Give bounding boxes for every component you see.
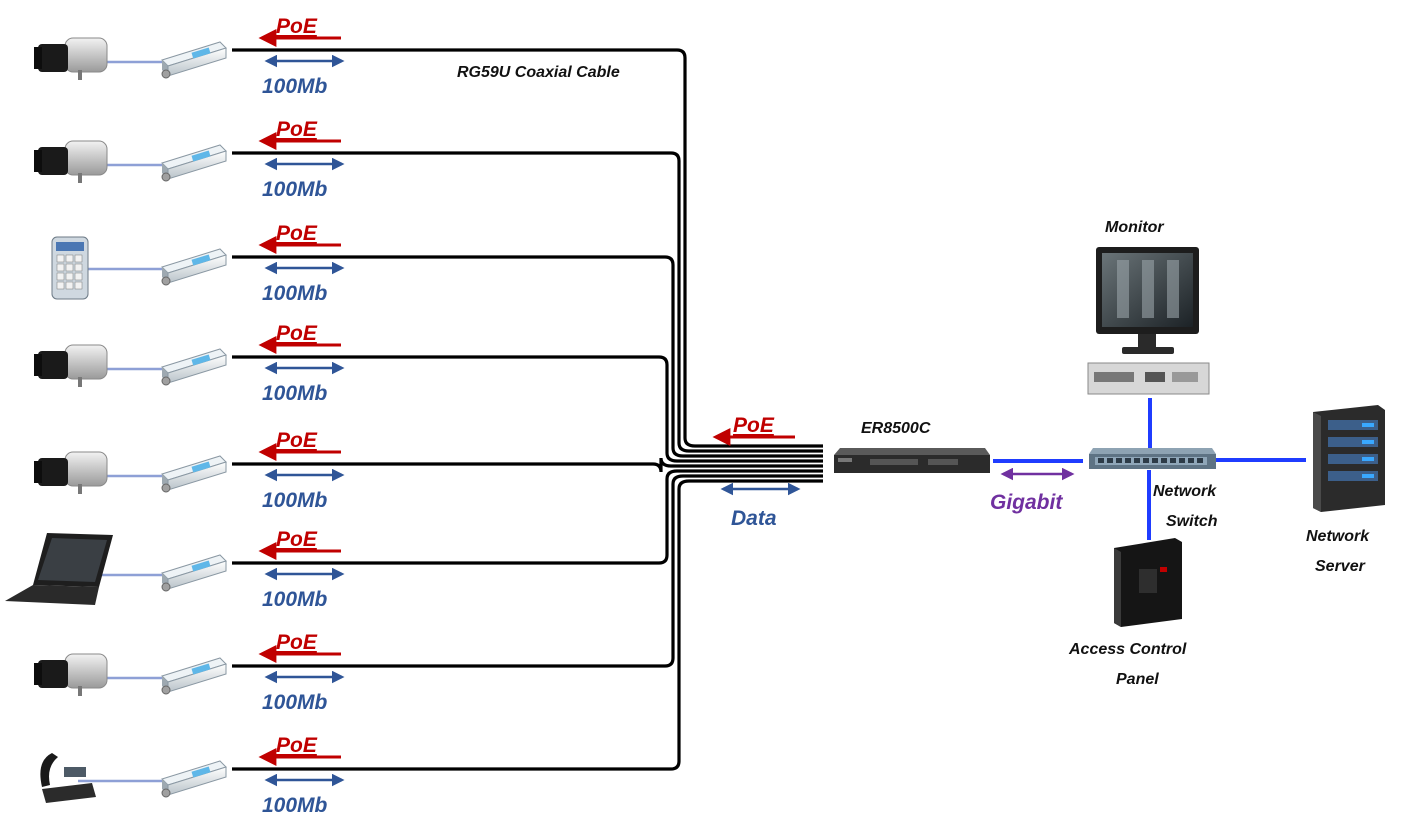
coax-cable xyxy=(232,457,823,473)
endpoint-row: PoE 100Mb xyxy=(5,528,345,611)
network-server-icon xyxy=(1313,405,1385,512)
switch-label-line2: Switch xyxy=(1166,513,1218,530)
poe-label: PoE xyxy=(276,118,318,141)
poe-label: PoE xyxy=(276,222,318,245)
endpoint-row: PoE 100Mb xyxy=(34,118,345,201)
network-switch-icon xyxy=(1089,448,1216,469)
coax-cable xyxy=(232,479,823,771)
endpoint-row: PoE 100Mb xyxy=(34,15,345,98)
speed-label: 100Mb xyxy=(262,794,328,815)
endpoint-row: PoE 100Mb xyxy=(34,631,345,714)
monitor-icon xyxy=(1087,247,1210,395)
poe-label: PoE xyxy=(276,322,318,345)
poe-extender-icon xyxy=(161,760,227,798)
keypad-icon xyxy=(51,236,89,300)
speed-label: 100Mb xyxy=(262,691,328,714)
laptop-icon xyxy=(5,533,113,605)
speed-label: 100Mb xyxy=(262,382,328,405)
speed-label: 100Mb xyxy=(262,282,328,305)
poe-label: PoE xyxy=(276,528,318,551)
device-label: ER8500C xyxy=(861,420,931,437)
poe-extender-icon xyxy=(161,657,227,695)
server-label-line2: Server xyxy=(1315,558,1366,575)
access-control-panel-icon xyxy=(1114,538,1182,627)
poe-extender-icon xyxy=(161,554,227,592)
poe-extender-icon xyxy=(161,248,227,286)
coax-cable xyxy=(232,48,823,448)
gigabit-label: Gigabit xyxy=(990,491,1063,514)
speed-label: 100Mb xyxy=(262,75,328,98)
coaxial-cable-bundle xyxy=(232,48,823,771)
speed-label: 100Mb xyxy=(262,489,328,512)
poe-label: PoE xyxy=(276,429,318,452)
camera-icon xyxy=(34,37,108,80)
poe-extender-icon xyxy=(161,41,227,79)
coax-cable xyxy=(232,151,823,453)
access-panel-label-line1: Access Control xyxy=(1068,641,1187,658)
speed-label: 100Mb xyxy=(262,178,328,201)
endpoint-row: PoE 100Mb xyxy=(34,429,345,512)
poe-extender-icon xyxy=(161,144,227,182)
endpoint-row: PoE 100Mb xyxy=(40,734,345,815)
poe-label: PoE xyxy=(276,15,318,38)
ip-phone-icon xyxy=(40,753,96,803)
cable-label: RG59U Coaxial Cable xyxy=(457,64,620,81)
poe-label: PoE xyxy=(276,631,318,654)
camera-icon xyxy=(34,653,108,696)
data-label: Data xyxy=(731,507,777,530)
switch-label-line1: Network xyxy=(1153,483,1217,500)
camera-icon xyxy=(34,344,108,387)
coax-cable xyxy=(232,469,823,565)
camera-icon xyxy=(34,140,108,183)
camera-icon xyxy=(34,451,108,494)
er8500c-device-icon xyxy=(834,448,990,473)
main-poe-label: PoE xyxy=(733,414,775,437)
poe-label: PoE xyxy=(276,734,318,757)
endpoint-row: PoE 100Mb xyxy=(34,322,345,405)
coax-cable xyxy=(232,255,823,458)
poe-extender-icon xyxy=(161,455,227,493)
coax-cable xyxy=(232,355,823,463)
poe-extender-icon xyxy=(161,348,227,386)
speed-label: 100Mb xyxy=(262,588,328,611)
access-panel-label-line2: Panel xyxy=(1116,671,1159,688)
server-label-line1: Network xyxy=(1306,528,1370,545)
endpoint-row: PoE 100Mb xyxy=(51,222,345,305)
monitor-label: Monitor xyxy=(1105,219,1164,236)
coax-cable xyxy=(232,474,823,668)
endpoint-rows: PoE100MbPoE100MbPoE100MbPoE100MbPoE100Mb… xyxy=(5,15,345,815)
